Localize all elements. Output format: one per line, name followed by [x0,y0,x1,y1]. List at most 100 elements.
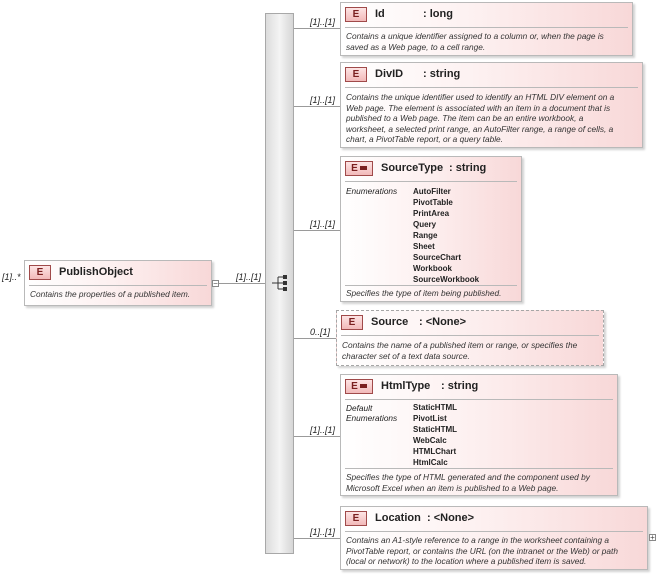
element-location[interactable]: E Location : <None> Contains an A1-style… [340,506,648,570]
description-line: worksheet, a selected print range, an Au… [346,123,614,134]
element-header: E PublishObject [25,261,211,283]
enum-value: WebCalc [413,436,447,445]
divider [345,531,643,532]
simple-type-bar [359,384,367,388]
element-id[interactable]: E Id : long Contains a unique identifier… [340,2,633,56]
description-line: Web page. The element is associated with… [346,102,611,113]
enumerations-list: AutoFilter PivotTable PrintArea Query Ra… [413,186,479,285]
element-name: HtmlType [381,380,431,392]
divider [345,181,517,182]
enum-value: PivotList [413,414,447,423]
divider [29,285,207,286]
element-publishobject[interactable]: E PublishObject Contains the properties … [24,260,212,306]
divider [345,27,628,28]
expand-icon[interactable]: + [649,533,656,542]
enum-value: AutoFilter [413,187,451,196]
connector-source [294,338,336,339]
enum-value: HTMLChart [413,447,457,456]
element-description: Specifies the type of HTML generated and… [346,472,611,493]
element-type: : <None> [419,316,467,328]
enum-value: HtmlCalc [413,458,448,467]
element-source[interactable]: E Source : <None> Contains the name of a… [336,310,604,366]
divider [345,285,517,286]
enum-value: PrintArea [413,209,450,218]
element-header: E HtmlType : string [341,375,617,397]
element-name: DivID [375,68,404,80]
enum-value: SourceChart [413,253,462,262]
description-line: Microsoft Excel when an item is publishe… [346,482,559,493]
divider [345,87,638,88]
enumerations-list: StaticHTML PivotList StaticHTML WebCalc … [413,402,457,468]
default-value: StaticHTML [413,403,457,412]
element-header: E Id : long [341,3,632,25]
collapse-icon[interactable]: − [212,279,219,288]
description-line: Contains an A1-style reference to a rang… [346,535,610,545]
root-multiplicity: [1]..* [2,272,21,282]
element-header: E Location : <None> [341,507,647,529]
divider [345,399,613,400]
description-line: Contains the name of a published item or… [342,340,578,350]
element-name: SourceType [381,162,444,174]
element-type: : string [441,380,479,392]
element-name: Id [375,8,385,20]
description-line: PivotTable report, or contains the URL (… [346,545,618,556]
element-badge-icon: E [345,378,373,394]
enum-value: PivotTable [413,198,453,207]
connector-id [294,28,340,29]
description-line: Contains a unique identifier assigned to… [346,31,604,41]
description-line: character set of a text data source. [342,350,470,361]
description-line: Contains the unique identifier used to i… [346,92,615,102]
divider [345,468,613,469]
element-description: Contains an A1-style reference to a rang… [346,535,641,567]
enum-value: Sheet [413,242,435,251]
element-header: E SourceType : string [341,157,521,179]
divider [341,335,599,336]
element-badge-icon: E [345,160,373,176]
element-type: : string [449,162,487,174]
element-badge-icon: E [345,6,367,22]
element-badge-icon: E [345,510,367,526]
child-multiplicity-sourcetype: [1]..[1] [310,219,336,229]
description-line: Specifies the type of HTML generated and… [346,472,590,482]
enumerations-label: Enumerations [346,413,398,423]
connector-root [219,283,265,284]
element-description: Contains the unique identifier used to i… [346,92,636,145]
element-type: : long [423,8,453,20]
child-multiplicity-location: [1]..[1] [310,527,336,537]
default-label: Default [346,403,373,413]
sequence-multiplicity: [1]..[1] [236,272,262,282]
element-name: Location [375,512,421,524]
enum-value: Range [413,231,438,240]
element-type: : string [423,68,461,80]
enum-value: Workbook [413,264,452,273]
child-multiplicity-htmltype: [1]..[1] [310,425,336,435]
element-sourcetype[interactable]: E SourceType : string Enumerations AutoF… [340,156,522,302]
element-description: Specifies the type of item being publish… [346,288,502,298]
element-htmltype[interactable]: E HtmlType : string Default Enumerations… [340,374,618,496]
connector-sourcetype [294,230,340,231]
description-line: saved as a Web page, to a cell range. [346,41,486,52]
enum-value: SourceWorkbook [413,275,480,284]
enum-value: StaticHTML [413,425,457,434]
element-badge-icon: E [341,314,363,330]
connector-location [294,538,340,539]
element-name: PublishObject [59,266,133,278]
description-line: published to a Web page. The item can be… [346,113,584,123]
connector-htmltype [294,436,340,437]
element-header: E Source : <None> [337,311,603,333]
element-description: Contains the properties of a published i… [30,289,191,299]
sequence-icon [272,275,287,291]
element-header: E DivID : string [341,63,642,85]
element-type: : <None> [427,512,475,524]
description-line: (local or network) to the location where… [346,556,587,566]
child-multiplicity-source: 0..[1] [310,327,331,337]
element-name: Source [371,316,409,328]
enumerations-label: Enumerations [346,186,398,196]
child-multiplicity-id: [1]..[1] [310,17,336,27]
simple-type-bar [359,166,367,170]
element-badge-icon: E [345,66,367,82]
element-divid[interactable]: E DivID : string Contains the unique ide… [340,62,643,148]
child-multiplicity-divid: [1]..[1] [310,95,336,105]
enum-value: Query [413,220,437,229]
element-description: Contains a unique identifier assigned to… [346,31,626,52]
